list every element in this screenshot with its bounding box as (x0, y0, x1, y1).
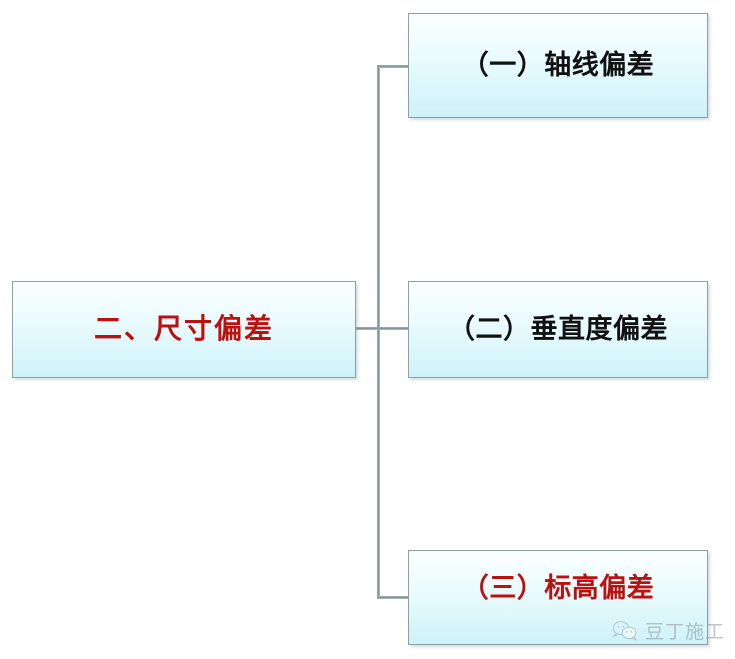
connector-trunk (377, 66, 380, 599)
node-root-label: 二、尺寸偏差 (93, 312, 274, 346)
node-child-3-label: （三）标高偏差 (461, 572, 655, 604)
node-child-1[interactable]: （一）轴线偏差 (408, 13, 708, 118)
node-root[interactable]: 二、尺寸偏差 (12, 281, 356, 378)
connector-branch-2 (377, 327, 411, 330)
node-child-2[interactable]: （二）垂直度偏差 (408, 281, 708, 378)
node-child-3[interactable]: （三）标高偏差 (408, 550, 708, 645)
connector-root-stub (356, 327, 380, 330)
connector-branch-1 (377, 65, 411, 68)
connector-branch-3 (377, 596, 411, 599)
node-child-2-label: （二）垂直度偏差 (448, 313, 668, 345)
node-child-1-label: （一）轴线偏差 (461, 49, 655, 81)
